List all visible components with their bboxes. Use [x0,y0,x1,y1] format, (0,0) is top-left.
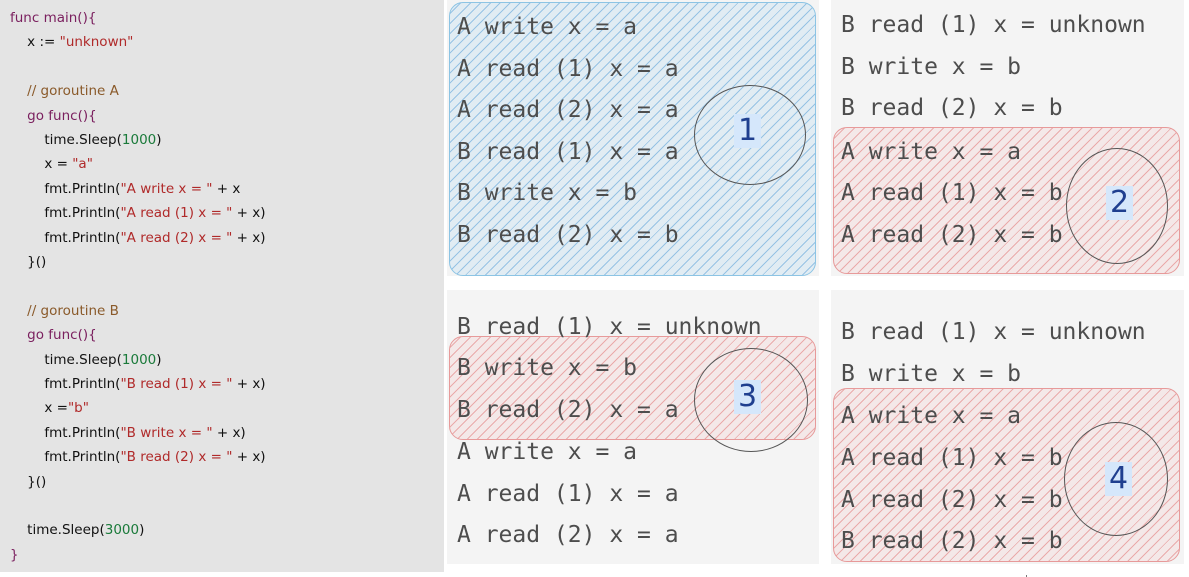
code-token: + x) [232,449,266,466]
code-token: "B read (2) x = " [120,449,233,466]
output-line: A write x = a [457,14,638,40]
tick-mark [1026,575,1027,577]
code-token: "A read (1) x = " [120,205,233,222]
scenario-number: 1 [734,114,762,148]
code-line: go func(){ [10,325,97,345]
output-line: B read (1) x = a [457,139,679,165]
code-line: x := "unknown" [10,32,133,52]
number-circle [1066,148,1168,264]
code-token: x = [10,156,73,173]
output-line: A read (1) x = a [457,481,679,507]
code-token: time.Sleep( [10,351,122,368]
output-line: B read (1) x = unknown [457,314,762,340]
code-token: time.Sleep( [10,132,122,148]
code-line: fmt.Println("A read (1) x = " + x) [10,203,266,223]
scenario-number: 4 [1105,462,1133,496]
output-line: A read (1) x = b [841,445,1063,471]
code-token: "a" [72,156,93,173]
code-token: }() [10,473,47,490]
code-line: // goroutine B [10,301,119,321]
code-token: ) [156,351,162,368]
scenario-number: 2 [1106,186,1134,220]
output-line: A read (2) x = a [457,97,679,123]
code-token: 1000 [121,351,157,368]
scenario-number: 3 [734,380,762,414]
output-line: B write x = b [457,355,638,381]
code-line: x = "a" [10,154,93,174]
code-token: "B write x = " [120,424,213,441]
interleaving-panel-2: B read (1) x = unknown B write x = b B r… [831,0,1184,276]
code-token: "A read (2) x = " [120,229,233,246]
code-token: }() [10,254,47,270]
code-token: + x [212,180,241,197]
code-token: x = [10,400,68,417]
code-token: + x) [232,376,266,392]
code-token: fmt.Println( [10,424,121,441]
code-token: + x) [212,424,246,441]
code-line: time.Sleep(1000) [10,130,162,150]
output-line: B read (2) x = a [457,397,679,423]
code-token: func main(){ [10,10,97,26]
output-line: B write x = b [457,180,638,206]
code-line: }() [10,472,46,492]
interleaving-panel-3: B read (1) x = unknown B write x = b B r… [447,290,819,564]
code-line: fmt.Println("A write x = " + x [10,179,240,199]
code-token: "A write x = " [120,180,213,197]
output-line: B read (1) x = unknown [841,319,1146,345]
output-line: B read (2) x = b [457,222,679,248]
interleaving-panel-4: B read (1) x = unknown B write x = b A w… [831,290,1184,564]
code-line: }() [10,252,46,272]
code-token: // goroutine B [10,302,119,319]
code-panel: func main(){ x := "unknown" // goroutine… [0,0,444,572]
code-token: 3000 [104,522,140,539]
output-line: A read (1) x = a [457,56,679,82]
code-token: time.Sleep( [10,522,105,539]
code-line: func main(){ [10,8,96,28]
code-token: + x) [232,205,266,222]
code-token: "b" [67,400,89,417]
code-token: fmt.Println( [10,376,121,392]
interleaving-panel-1: A write x = a A read (1) x = a A read (2… [447,0,819,276]
output-line: A read (2) x = b [841,222,1063,248]
code-token: go func(){ [10,107,97,124]
output-line: A write x = a [841,139,1022,165]
code-line: fmt.Println("B read (1) x = " + x) [10,374,266,394]
output-line: B read (2) x = b [841,95,1063,121]
code-line: // goroutine A [10,81,119,101]
number-circle [1064,422,1168,536]
output-line: B write x = b [841,361,1022,387]
code-line: time.Sleep(3000) [10,520,144,540]
output-line: B write x = b [841,54,1022,80]
code-line: fmt.Println("A read (2) x = " + x) [10,228,266,248]
code-token: fmt.Println( [10,205,121,222]
output-line: B read (2) x = b [841,528,1063,554]
code-token: fmt.Println( [10,449,121,466]
code-token: + x) [232,229,266,246]
code-token: ) [156,132,162,148]
number-circle [694,348,808,452]
code-token: "B read (1) x = " [120,376,233,392]
code-line: fmt.Println("B write x = " + x) [10,423,246,443]
code-token: fmt.Println( [10,229,121,246]
code-token: x := [10,34,60,51]
output-line: A read (1) x = b [841,180,1063,206]
code-token: } [10,546,19,563]
code-line: } [10,545,19,565]
code-line: go func(){ [10,106,97,126]
output-line: B read (1) x = unknown [841,12,1146,38]
code-line: x ="b" [10,398,89,418]
code-token: ) [139,522,145,539]
code-token: 1000 [121,132,157,148]
number-circle [694,85,806,185]
code-token: fmt.Println( [10,180,121,197]
output-line: A write x = a [457,439,638,465]
code-line: fmt.Println("B read (2) x = " + x) [10,447,266,467]
code-token: "unknown" [59,34,134,51]
output-line: A read (2) x = a [457,522,679,548]
code-line: time.Sleep(1000) [10,350,162,370]
code-token: // goroutine A [10,83,119,100]
output-line: A read (2) x = b [841,487,1063,513]
code-token: go func(){ [10,327,97,344]
output-line: A write x = a [841,403,1022,429]
